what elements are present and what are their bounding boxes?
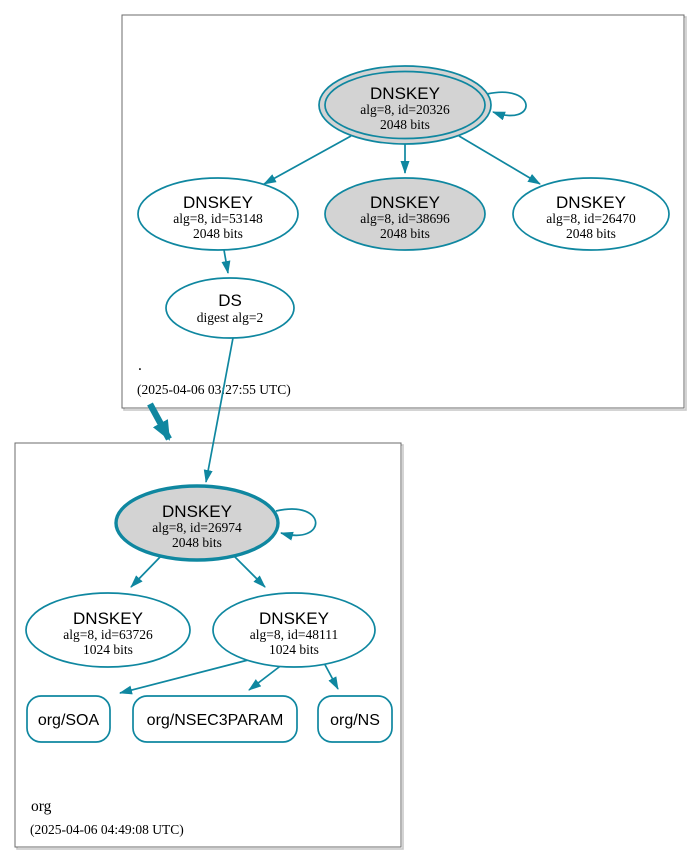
dnskey-20326-size: 2048 bits bbox=[380, 117, 430, 132]
edge-ksk26974-to-zsk63726 bbox=[130, 553, 164, 588]
node-dnskey-48111: DNSKEY alg=8, id=48111 1024 bits bbox=[212, 592, 376, 668]
edge-ksk20326-to-zsk26470 bbox=[458, 135, 541, 185]
node-dnskey-38696: DNSKEY alg=8, id=38696 2048 bits bbox=[324, 177, 486, 251]
node-dnskey-53148: DNSKEY alg=8, id=53148 2048 bits bbox=[137, 177, 299, 251]
node-ds: DS digest alg=2 bbox=[165, 277, 295, 339]
dnskey-20326-type: DNSKEY bbox=[370, 84, 440, 103]
ds-detail: digest alg=2 bbox=[197, 310, 263, 325]
node-rrset-org-ns: org/NS bbox=[317, 695, 393, 743]
dnskey-20326-inner-ellipse bbox=[324, 70, 486, 140]
rrset-org-soa-box bbox=[26, 695, 111, 743]
dnskey-53148-type: DNSKEY bbox=[183, 193, 253, 212]
edge-ksk26974-to-zsk48111 bbox=[231, 553, 266, 588]
edge-zsk48111-to-org-soa bbox=[119, 658, 253, 695]
dnskey-48111-type: DNSKEY bbox=[259, 609, 329, 628]
dnskey-63726-type: DNSKEY bbox=[73, 609, 143, 628]
edge-zsk53148-to-ds bbox=[221, 249, 231, 274]
node-dnskey-63726: DNSKEY alg=8, id=63726 1024 bits bbox=[25, 592, 191, 668]
edge-ksk20326-to-zsk53148 bbox=[263, 135, 352, 185]
edge-ksk20326-selfloop bbox=[486, 91, 527, 121]
node-dnskey-26974: DNSKEY alg=8, id=26974 2048 bits bbox=[114, 484, 280, 562]
zone-name-org: org bbox=[31, 798, 52, 815]
node-dnskey-26470: DNSKEY alg=8, id=26470 2048 bits bbox=[512, 177, 670, 251]
dnskey-26974-size: 2048 bits bbox=[172, 535, 222, 550]
ds-ellipse bbox=[165, 277, 295, 339]
zone-name-root: . bbox=[138, 357, 142, 374]
dnskey-38696-detail: alg=8, id=38696 bbox=[360, 211, 450, 226]
dnskey-48111-detail: alg=8, id=48111 bbox=[250, 627, 338, 642]
dnskey-63726-ellipse bbox=[25, 592, 191, 668]
dnskey-38696-type: DNSKEY bbox=[370, 193, 440, 212]
rrset-org-nsec3param-label: org/NSEC3PARAM bbox=[147, 712, 284, 729]
dnskey-53148-size: 2048 bits bbox=[193, 226, 243, 241]
dnskey-26974-type: DNSKEY bbox=[162, 502, 232, 521]
edge-ds-to-org-ksk bbox=[203, 337, 234, 483]
rrset-org-nsec3param-box bbox=[132, 695, 298, 743]
dnskey-38696-ellipse bbox=[324, 177, 486, 251]
edge-zsk48111-to-org-nsec3param bbox=[248, 663, 284, 691]
rrset-org-ns-box bbox=[317, 695, 393, 743]
dnskey-63726-size: 1024 bits bbox=[83, 642, 133, 657]
dnskey-20326-detail: alg=8, id=20326 bbox=[360, 102, 450, 117]
node-rrset-org-soa: org/SOA bbox=[26, 695, 111, 743]
zone-timestamp-root: (2025-04-06 03:27:55 UTC) bbox=[137, 382, 291, 397]
dnskey-26974-ellipse bbox=[114, 484, 280, 562]
dnskey-48111-ellipse bbox=[212, 592, 376, 668]
dnskey-26470-detail: alg=8, id=26470 bbox=[546, 211, 636, 226]
dnskey-26974-detail: alg=8, id=26974 bbox=[152, 520, 242, 535]
edges-root bbox=[147, 91, 541, 483]
rrset-org-soa-label: org/SOA bbox=[38, 712, 100, 729]
dnskey-53148-ellipse bbox=[137, 177, 299, 251]
dnskey-48111-size: 1024 bits bbox=[269, 642, 319, 657]
dnskey-26470-size: 2048 bits bbox=[566, 226, 616, 241]
edge-ksk26974-selfloop bbox=[275, 508, 317, 541]
node-dnskey-20326: DNSKEY alg=8, id=20326 2048 bits bbox=[318, 65, 492, 145]
zone-timestamp-org: (2025-04-06 04:49:08 UTC) bbox=[30, 822, 184, 837]
dnskey-53148-detail: alg=8, id=53148 bbox=[173, 211, 263, 226]
node-rrset-org-nsec3param: org/NSEC3PARAM bbox=[132, 695, 298, 743]
dnskey-63726-detail: alg=8, id=63726 bbox=[63, 627, 153, 642]
edges-org bbox=[119, 508, 339, 695]
edge-zsk48111-to-org-ns bbox=[322, 660, 339, 690]
dnskey-20326-outer-ellipse bbox=[318, 65, 492, 145]
dnskey-26470-type: DNSKEY bbox=[556, 193, 626, 212]
edge-root-to-org-delegation bbox=[147, 402, 172, 441]
dnskey-26470-ellipse bbox=[512, 177, 670, 251]
ds-type: DS bbox=[218, 291, 242, 310]
dnskey-38696-size: 2048 bits bbox=[380, 226, 430, 241]
rrset-org-ns-label: org/NS bbox=[330, 712, 380, 729]
